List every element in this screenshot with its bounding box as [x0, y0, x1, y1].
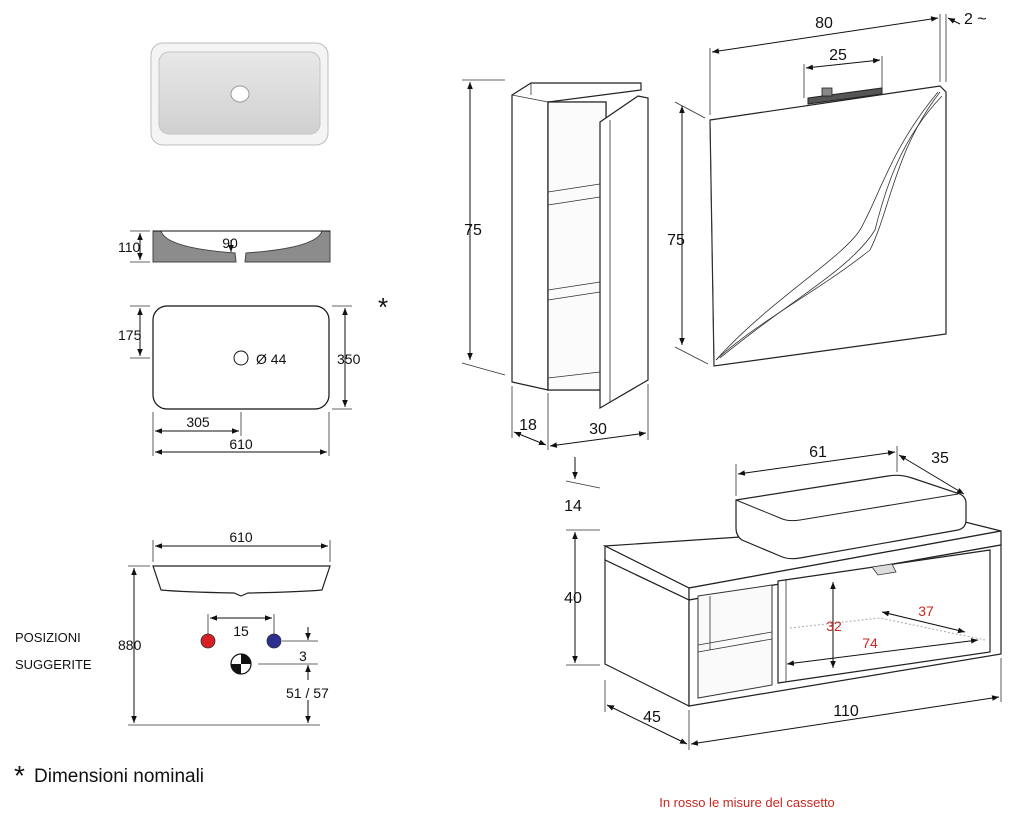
drain-height-dimension: 51 / 57	[286, 685, 329, 701]
column-cabinet-drawing	[461, 79, 649, 450]
hot-water-position-icon	[200, 633, 216, 649]
drawer-measurements-note: In rosso le misure del cassetto	[659, 795, 835, 810]
mirror-depth-dimension: 2 ~	[964, 11, 987, 28]
cabinet-height-dimension: 75	[464, 222, 482, 239]
valve-spacing-dimension: 15	[233, 623, 249, 639]
vanity-depth-dimension: 45	[643, 709, 661, 726]
cold-water-position-icon	[266, 633, 282, 649]
vanity-height-dimension: 40	[564, 590, 582, 607]
mirror-drawing	[674, 14, 961, 367]
basin-3d-view	[150, 42, 329, 146]
drain-hole-dimension: Ø 44	[256, 351, 287, 367]
basin-half-depth-dimension: 175	[118, 327, 142, 343]
cabinet-depth-dimension: 18	[519, 417, 537, 434]
positions-height-dimension: 880	[118, 637, 142, 653]
basin-depth-dimension: 350	[337, 351, 361, 367]
basin-section-view	[130, 230, 331, 263]
sink-depth-dimension: 35	[931, 450, 949, 467]
sink-height-dimension: 14	[564, 498, 582, 515]
drain-diameter-dimension: 90	[222, 235, 238, 251]
basin-half-width-dimension: 305	[186, 414, 210, 430]
drawer-width-dimension: 74	[862, 635, 878, 651]
vanity-unit-drawing	[565, 446, 1002, 750]
valve-offset-dimension: 3	[299, 648, 307, 664]
lamp-width-dimension: 25	[829, 47, 847, 64]
sink-width-dimension: 61	[809, 444, 827, 461]
mirror-width-dimension: 80	[815, 15, 833, 32]
nominal-asterisk: *	[378, 292, 388, 322]
cabinet-width-dimension: 30	[589, 421, 607, 438]
basin-width-dimension: 610	[229, 436, 253, 452]
nominal-dimensions-note: Dimensioni nominali	[34, 766, 204, 787]
mirror-height-dimension: 75	[667, 232, 685, 249]
note-asterisk: *	[14, 760, 25, 791]
drawer-depth-dimension: 37	[918, 603, 934, 619]
suggested-positions-view	[128, 540, 331, 726]
positions-title-line1: POSIZIONI	[15, 630, 81, 645]
positions-title-line2: SUGGERITE	[15, 657, 92, 672]
drawer-height-dimension: 32	[826, 618, 842, 634]
positions-width-dimension: 610	[229, 529, 253, 545]
vanity-width-dimension: 110	[833, 703, 859, 720]
basin-height-dimension: 110	[118, 239, 141, 255]
basin-plan-view	[130, 305, 352, 456]
